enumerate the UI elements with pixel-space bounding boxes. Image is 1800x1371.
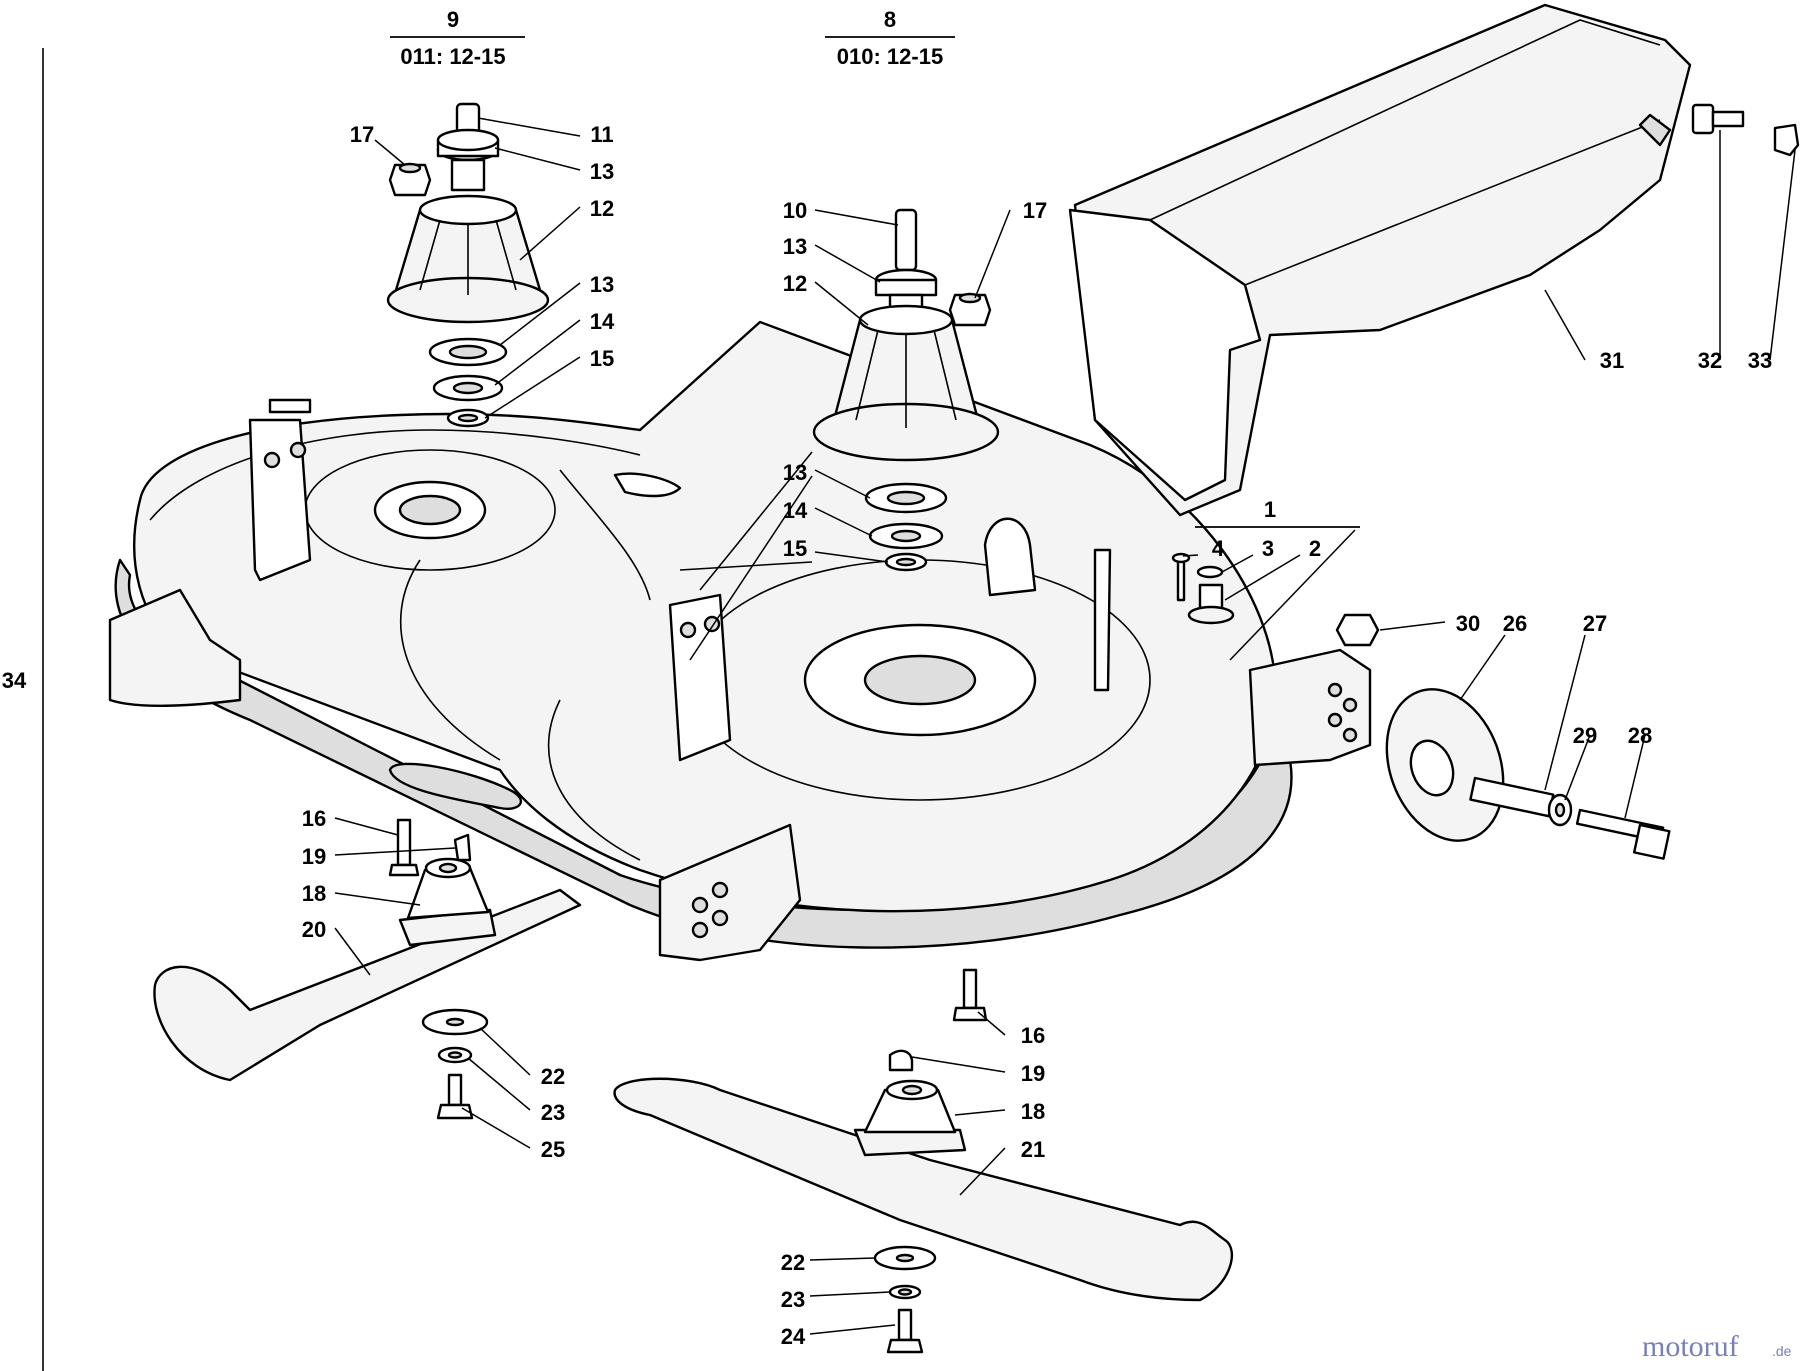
callout-10: 10 <box>783 198 807 223</box>
callout-24: 24 <box>781 1324 806 1349</box>
callout-32: 32 <box>1698 348 1722 373</box>
callout-13b: 13 <box>590 272 614 297</box>
leader-lines <box>334 36 1796 1335</box>
callout-27: 27 <box>1583 611 1607 636</box>
callout-12a: 12 <box>590 196 614 221</box>
callout-12b: 12 <box>783 271 807 296</box>
blade-right <box>613 1077 1234 1302</box>
assembly-ref-8: 010: 12-15 <box>837 44 943 69</box>
callout-19a: 19 <box>302 844 326 869</box>
assembly-number-9: 9 <box>447 7 459 32</box>
callout-16a: 16 <box>302 806 326 831</box>
callout-15b: 15 <box>783 536 807 561</box>
key-19-right <box>888 1049 914 1072</box>
bolt-32 <box>1691 103 1745 135</box>
callout-25: 25 <box>541 1137 565 1162</box>
watermark-suffix: .de <box>1772 1343 1792 1359</box>
callout-23a: 23 <box>541 1100 565 1125</box>
deck-wheel-bracket <box>1248 648 1372 767</box>
washers-bolt-right <box>873 1245 937 1354</box>
washers-bolt-left <box>421 1008 489 1120</box>
callout-30: 30 <box>1456 611 1480 636</box>
callout-13c: 13 <box>783 234 807 259</box>
spindle-assembly-left <box>386 102 550 428</box>
callout-29: 29 <box>1573 723 1597 748</box>
deck-bracket-left <box>108 398 312 707</box>
callout-18b: 18 <box>1021 1099 1045 1124</box>
callout-19b: 19 <box>1021 1061 1045 1086</box>
key-19-left <box>453 833 472 862</box>
nut-30 <box>1335 613 1380 647</box>
callout-18a: 18 <box>302 881 326 906</box>
motoruf-watermark: motoruf .de <box>1642 1330 1792 1363</box>
nut-17-center <box>948 292 992 327</box>
hardware-2-3-4 <box>1171 552 1235 625</box>
callout-33: 33 <box>1748 348 1772 373</box>
bolt-16-right <box>952 968 988 1022</box>
callout-21: 21 <box>1021 1137 1045 1162</box>
callout-22a: 22 <box>541 1064 565 1089</box>
callout-23b: 23 <box>781 1287 805 1312</box>
deck-front-plate <box>658 823 802 962</box>
callout-4: 4 <box>1212 536 1225 561</box>
wheel-assembly <box>1385 688 1671 860</box>
discharge-chute <box>1068 3 1692 517</box>
callout-26: 26 <box>1503 611 1527 636</box>
assembly-number-1: 1 <box>1264 497 1276 522</box>
spindle-assembly-center <box>812 208 1000 572</box>
callout-17a: 17 <box>350 122 374 147</box>
callout-22b: 22 <box>781 1250 805 1275</box>
assembly-number-8: 8 <box>884 7 896 32</box>
nut-33 <box>1773 123 1800 157</box>
blade-adapter-right <box>853 1079 967 1157</box>
callout-34: 34 <box>2 668 27 693</box>
callout-14a: 14 <box>590 309 615 334</box>
callout-15a: 15 <box>590 346 614 371</box>
callout-13a: 13 <box>590 159 614 184</box>
callout-2: 2 <box>1309 536 1321 561</box>
callout-3: 3 <box>1262 536 1274 561</box>
callout-20: 20 <box>302 917 326 942</box>
callout-11: 11 <box>590 122 613 147</box>
callout-13d: 13 <box>783 460 807 485</box>
assembly-ref-9: 011: 12-15 <box>400 44 505 69</box>
bolt-16-left <box>388 818 420 877</box>
callout-31: 31 <box>1600 348 1624 373</box>
nut-17-left <box>388 162 432 197</box>
watermark-brand: motoruf <box>1642 1330 1739 1363</box>
blade-left <box>153 888 582 1082</box>
callout-14b: 14 <box>783 498 808 523</box>
callout-17b: 17 <box>1023 198 1047 223</box>
callout-28: 28 <box>1628 723 1652 748</box>
callout-16b: 16 <box>1021 1023 1045 1048</box>
blade-adapter-left <box>398 857 497 947</box>
